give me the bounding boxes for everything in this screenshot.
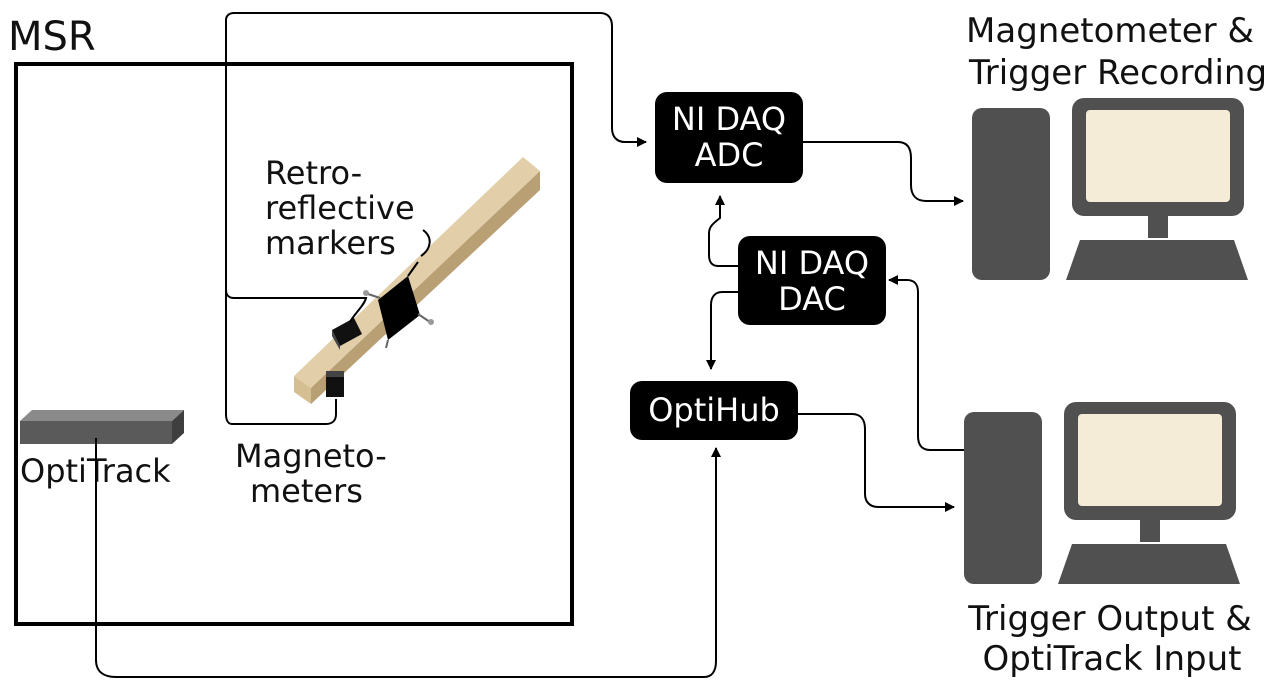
magnetometer-sensor-upper — [332, 318, 362, 350]
dac-box-line-2: DAC — [778, 280, 846, 318]
dac-box-line-1: NI DAQ — [755, 244, 869, 282]
trigger-computer-label-line-2: OptiTrack Input — [983, 639, 1242, 679]
recording-computer-screen — [1086, 110, 1230, 202]
magnetometers-label-line-1: Magneto- — [235, 437, 387, 475]
cable-optihub-to-trigger-computer — [798, 413, 955, 512]
trigger-computer-icon — [964, 402, 1240, 584]
adc-box-line-2: ADC — [695, 136, 764, 174]
cable-dac-to-optihub — [706, 291, 738, 370]
optihub-box: OptiHub — [630, 381, 798, 440]
retro-label-line-3: markers — [265, 224, 396, 262]
adc-box-line-1: NI DAQ — [672, 100, 786, 138]
trigger-computer-keyboard — [1058, 544, 1240, 584]
marker-pointer — [420, 229, 431, 257]
optitrack-camera-bar — [20, 410, 184, 444]
recording-computer-tower — [972, 108, 1050, 280]
retro-label-line-2: reflective — [265, 189, 415, 227]
recording-computer-icon — [972, 98, 1248, 280]
retro-reflective-marker-plate — [363, 261, 434, 349]
cable-magnetometers-to-adc — [225, 12, 647, 425]
retro-label-line-1: Retro- — [265, 154, 362, 192]
magnetometer-sensor-lower — [326, 371, 344, 397]
cable-dac-to-adc — [708, 195, 738, 267]
cable-adc-to-recording-computer — [803, 141, 964, 206]
cable-optitrack-to-optihub — [95, 438, 721, 678]
retro-reflective-label: Retro- reflective markers — [265, 154, 415, 262]
magnetometers-label: Magneto- meters — [235, 437, 387, 510]
msr-room — [14, 62, 574, 626]
cable-trigger-computer-to-dac — [888, 275, 964, 451]
cable-upper-sensor-branch — [225, 289, 368, 323]
ni-daq-adc-box: NI DAQ ADC — [655, 92, 803, 183]
trigger-computer-screen — [1078, 414, 1222, 506]
optihub-box-label: OptiHub — [648, 391, 780, 429]
msr-label: MSR — [8, 14, 96, 60]
trigger-computer-tower — [964, 412, 1042, 584]
recording-computer-label-line-2: Trigger Recording — [968, 53, 1267, 93]
recording-computer-keyboard — [1066, 240, 1248, 280]
recording-computer-label-line-1: Magnetometer & — [966, 11, 1254, 51]
trigger-computer-label-line-1: Trigger Output & — [967, 599, 1252, 639]
magnetometers-label-line-2: meters — [250, 472, 363, 510]
ni-daq-dac-box: NI DAQ DAC — [738, 236, 886, 325]
